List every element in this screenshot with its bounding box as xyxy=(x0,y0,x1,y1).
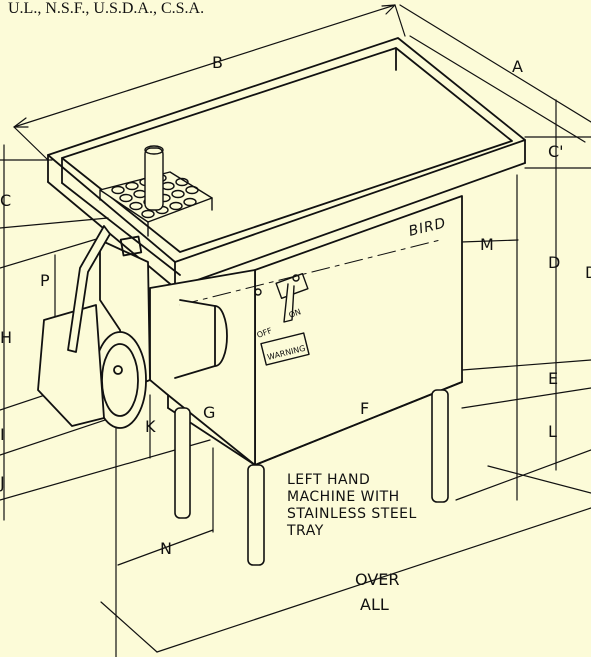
tray-bottom-front xyxy=(174,162,526,289)
stainless-steel-tray xyxy=(47,37,526,289)
stomper xyxy=(144,147,164,211)
dimension-lines xyxy=(0,4,591,657)
dim-label-b: B xyxy=(212,53,223,72)
dim-b-line xyxy=(13,4,396,128)
feed-pan xyxy=(99,145,213,237)
dim-c-ext-bottom xyxy=(0,217,109,229)
note-line-1: LEFT HAND xyxy=(287,472,370,488)
head-badge xyxy=(119,235,143,257)
switch-plate xyxy=(275,272,309,300)
dim-label-p: P xyxy=(40,271,50,290)
switch-screw-right xyxy=(292,274,300,282)
grinder-head xyxy=(37,225,228,429)
note-line-2: MACHINE WITH xyxy=(287,489,400,505)
dim-b-arrow-left xyxy=(13,117,29,128)
dim-right-base-ext xyxy=(487,465,591,494)
note-line-3: STAINLESS STEEL xyxy=(287,506,417,522)
center-line xyxy=(179,239,441,306)
dim-d-ext-bottom xyxy=(461,359,591,371)
switch-screw-left xyxy=(254,288,262,296)
tray-bottom-left xyxy=(47,181,176,289)
leg-front-right xyxy=(431,389,449,503)
dim-label-j: J xyxy=(0,473,5,492)
dim-label-c: C xyxy=(0,191,11,210)
dim-label-h: H xyxy=(0,328,12,347)
warning-label-box xyxy=(260,332,310,366)
outlet-tube xyxy=(174,299,216,379)
certifications-text: U.L., N.S.F., U.S.D.A., C.S.A. xyxy=(8,0,205,17)
dim-label-g: G xyxy=(203,403,215,422)
switch-toggle xyxy=(283,283,295,323)
note-line-4: TRAY xyxy=(286,523,324,539)
tray-floor-left xyxy=(61,182,181,276)
switch-on-label: ON xyxy=(288,307,303,320)
dim-label-c-prime: C' xyxy=(548,142,564,161)
leg-back-left xyxy=(174,407,191,519)
controls xyxy=(254,272,310,366)
dim-label-k: K xyxy=(145,417,156,436)
dim-b-arrow-right xyxy=(381,4,396,15)
dim-m-line xyxy=(460,239,519,243)
tray-rim-inner xyxy=(61,47,513,253)
dim-label-n: N xyxy=(160,539,172,558)
dim-b-ext-left xyxy=(13,126,49,161)
dim-a-ext xyxy=(409,35,586,143)
dim-h-ext-top xyxy=(0,237,101,269)
dim-a-line xyxy=(399,4,591,123)
dim-label-d-right: D xyxy=(585,263,591,282)
safety-guard-plate xyxy=(37,304,105,427)
body-front-panel xyxy=(254,195,463,466)
stomper-top xyxy=(144,145,164,155)
dim-label-i: I xyxy=(0,425,5,444)
dim-label-a: A xyxy=(512,57,523,76)
dim-overall-ext-left xyxy=(100,601,158,653)
dim-n-line xyxy=(117,529,214,566)
overall-line-1: OVER xyxy=(355,570,399,589)
dim-b-ext-right xyxy=(394,4,406,37)
overall-line-2: ALL xyxy=(360,595,389,614)
dim-label-e: E xyxy=(548,369,558,388)
dim-label-f: F xyxy=(360,399,369,418)
body-base-front xyxy=(254,381,463,466)
legs xyxy=(174,389,449,566)
dim-label-m: M xyxy=(480,235,494,254)
dim-overall-line xyxy=(156,507,591,653)
feed-lever xyxy=(67,225,111,353)
dim-label-d: D xyxy=(548,253,560,272)
ring-nut-center xyxy=(113,365,123,375)
dim-e-ext xyxy=(461,387,591,409)
dim-label-l: L xyxy=(548,422,557,441)
leg-front-left xyxy=(247,464,265,566)
